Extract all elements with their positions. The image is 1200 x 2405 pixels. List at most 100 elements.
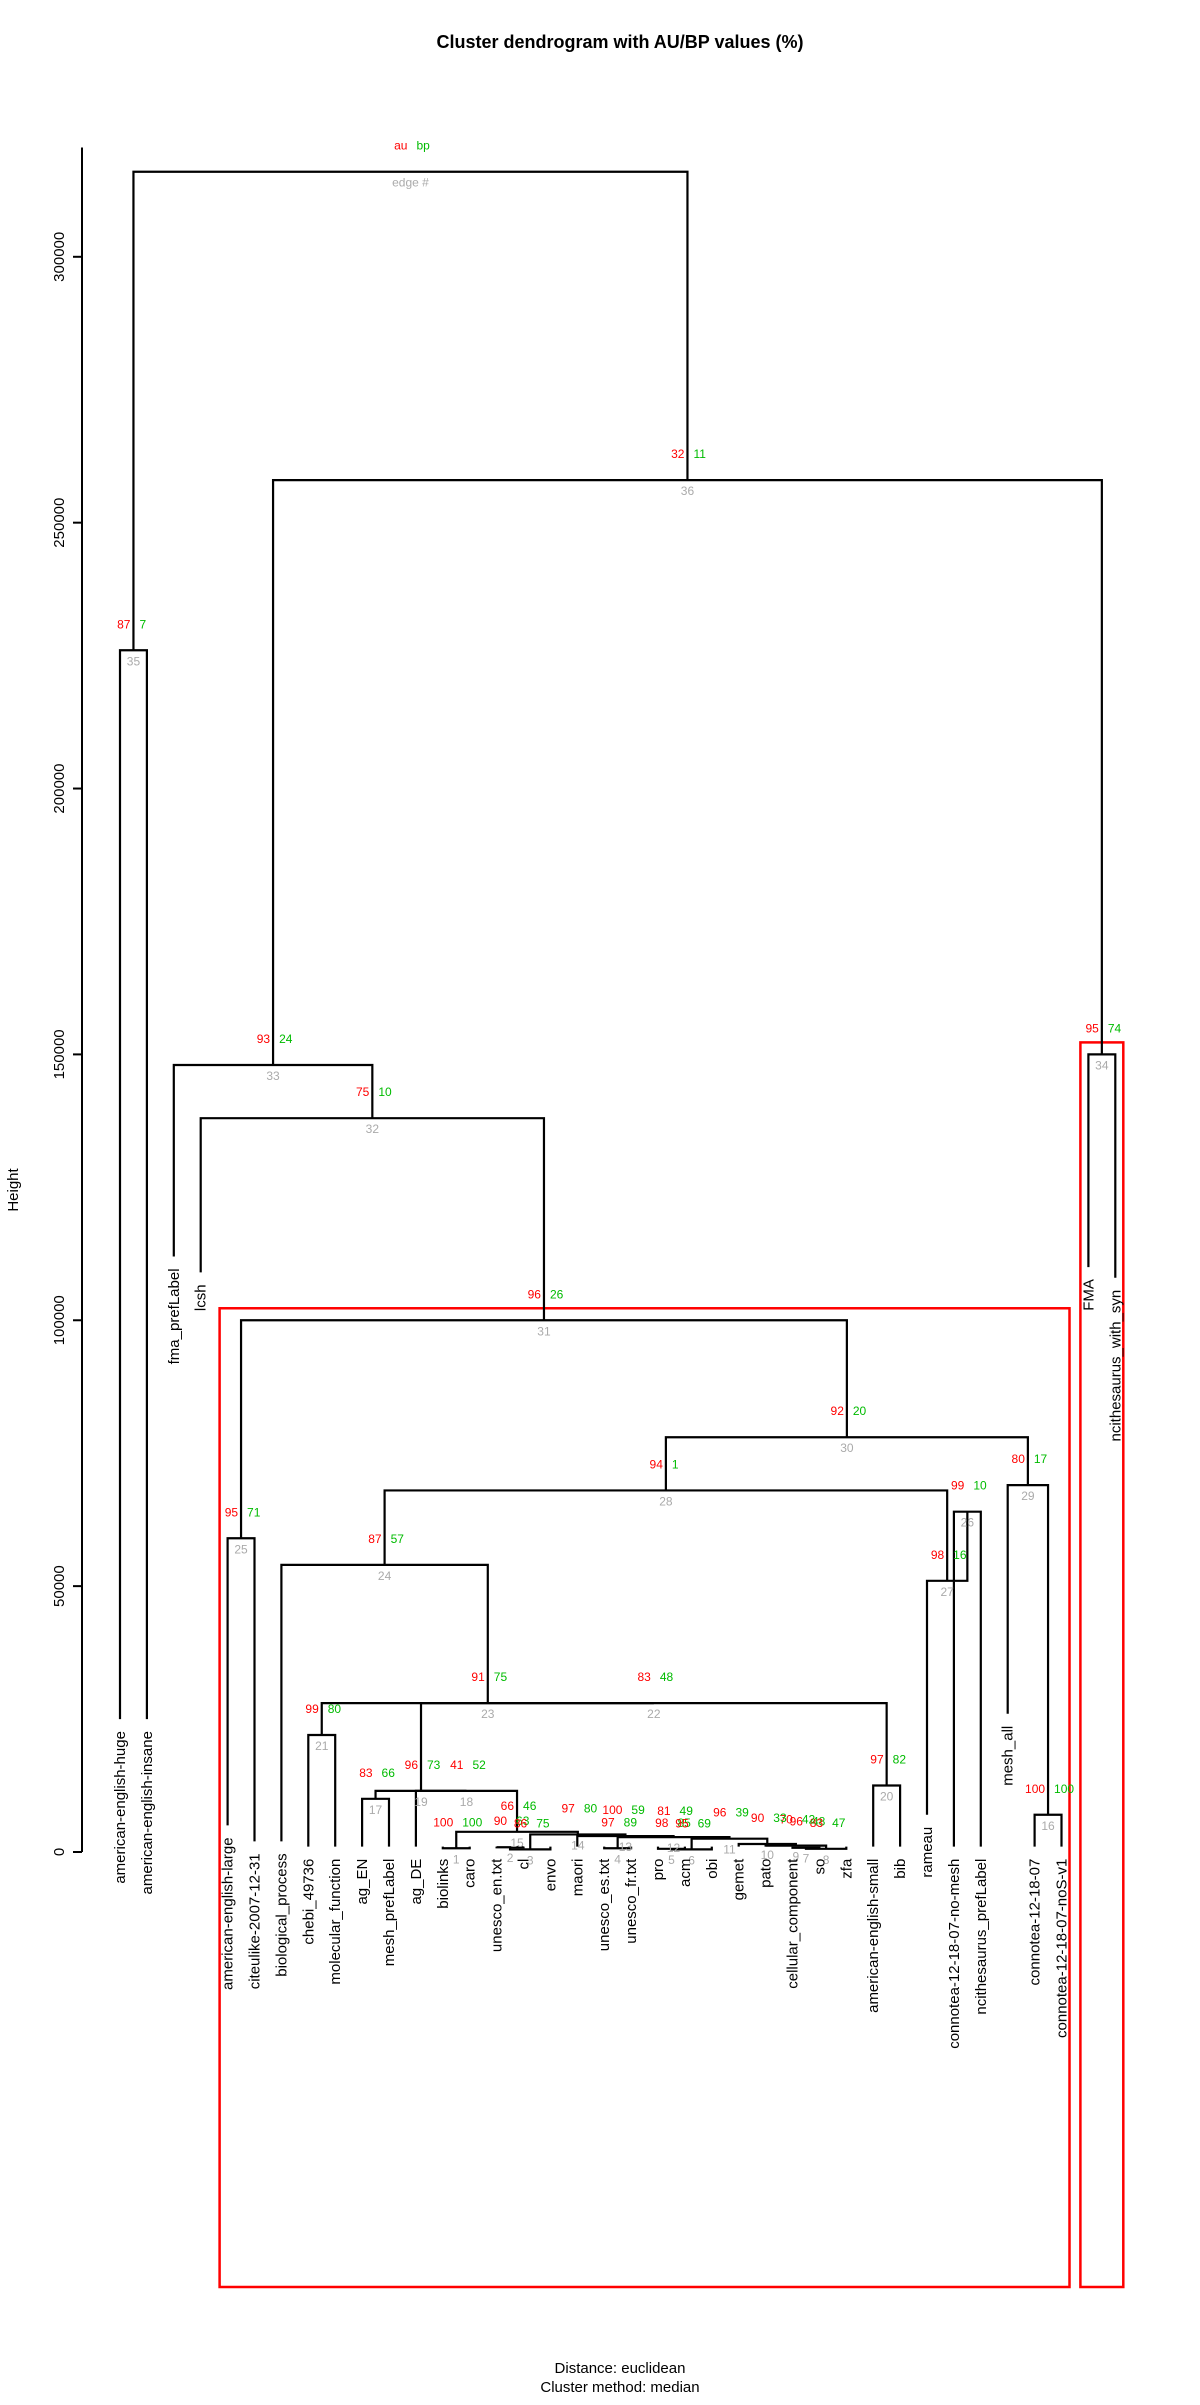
- bp-value-label: 20: [853, 1404, 867, 1418]
- leaf-label: unesco_en.txt: [489, 1858, 506, 1952]
- dendrogram-link: [271, 479, 1103, 1066]
- bp-value-label: 17: [1034, 1452, 1048, 1466]
- leaf-label: citeulike-2007-12-31: [247, 1853, 264, 1989]
- leaf-label: american-english-small: [865, 1859, 882, 2013]
- edge-number-label: 17: [369, 1803, 383, 1817]
- edge-number-label: 27: [940, 1585, 954, 1599]
- dendrogram-link: [690, 1837, 769, 1850]
- y-tick-label: 0: [51, 1848, 68, 1856]
- edge-number-label: 32: [366, 1122, 380, 1136]
- distance-caption: Distance: euclidean: [555, 2360, 686, 2377]
- au-value-label: 96: [790, 1815, 804, 1829]
- bp-value-label: 52: [472, 1758, 486, 1772]
- au-value-label: 83: [810, 1816, 824, 1830]
- leaf-label: unesco_fr.txt: [623, 1858, 640, 1944]
- edge-number-label: 13: [619, 1840, 633, 1854]
- leaf-label: biological_process: [273, 1853, 290, 1976]
- leaf-label: FMA: [1080, 1279, 1097, 1311]
- bp-value-label: 7: [139, 617, 146, 631]
- dendrogram-link: [441, 1846, 471, 1850]
- leaf-label: cl: [516, 1859, 533, 1870]
- au-value-label: 91: [471, 1670, 485, 1684]
- leaf-label: american-english-insane: [139, 1731, 156, 1894]
- dendrogram-link: [172, 1063, 374, 1257]
- au-value-label: 97: [601, 1815, 615, 1829]
- edge-number-label: 36: [681, 484, 695, 498]
- leaf-label: biolinks: [435, 1859, 452, 1909]
- leaf-label: lcsh: [193, 1284, 210, 1311]
- bp-value-label: 57: [391, 1532, 405, 1546]
- bp-value-label: 10: [973, 1479, 987, 1493]
- leaf-label: pato: [758, 1859, 775, 1888]
- dendrogram-link: [1087, 1053, 1117, 1278]
- au-value-label: 97: [870, 1753, 884, 1767]
- leaf-label: chebi_49736: [300, 1859, 317, 1945]
- au-value-label: 86: [514, 1816, 528, 1830]
- edge-number-label: 8: [823, 1853, 830, 1867]
- au-value-label: 99: [951, 1479, 965, 1493]
- dendrogram-link: [925, 1511, 969, 1815]
- au-value-label: 93: [257, 1032, 271, 1046]
- dendrogram-link: [791, 1846, 821, 1849]
- dendrogram-link: [239, 1319, 848, 1539]
- bp-value-label: 85: [677, 1816, 691, 1830]
- bp-value-label: 10: [378, 1085, 392, 1099]
- bp-value-label: 100: [1054, 1782, 1074, 1796]
- au-value-label: 100: [1025, 1782, 1045, 1796]
- dendrogram-link: [118, 649, 148, 1720]
- leaf-label: molecular_function: [327, 1859, 344, 1985]
- leaf-label: maori: [569, 1859, 586, 1897]
- edge-number-label: 26: [961, 1516, 975, 1530]
- leaf-label: so: [811, 1859, 828, 1875]
- au-value-label: 83: [637, 1670, 651, 1684]
- cluster-highlight-box: [1079, 1041, 1125, 2289]
- bp-value-label: 71: [247, 1505, 261, 1519]
- au-value-label: 100: [602, 1803, 622, 1817]
- bp-value-label: 49: [680, 1804, 694, 1818]
- edge-number-label: 4: [614, 1852, 621, 1866]
- leaf-label: connotea-12-18-07-no-mesh: [946, 1859, 963, 2049]
- au-value-label: 87: [117, 617, 131, 631]
- leaf-label: gemet: [731, 1858, 748, 1901]
- au-value-label: 95: [225, 1505, 239, 1519]
- leaf-label: zfa: [838, 1858, 855, 1879]
- edge-number-label: 11: [723, 1843, 736, 1857]
- dendrogram-link: [320, 1702, 654, 1736]
- leaf-label: bib: [892, 1859, 909, 1879]
- legend-bp: bp: [416, 139, 430, 153]
- edge-number-label: 1: [453, 1852, 460, 1866]
- dendrogram-link: [603, 1846, 633, 1850]
- au-value-label: 80: [1012, 1452, 1026, 1466]
- leaf-label: caro: [462, 1859, 479, 1888]
- edge-number-label: 6: [688, 1853, 695, 1867]
- au-value-label: 100: [433, 1815, 453, 1829]
- dendrogram-link: [952, 1510, 982, 1847]
- edge-number-label: 19: [414, 1795, 428, 1809]
- edge-number-label: 25: [234, 1542, 248, 1556]
- dendrogram-link: [576, 1834, 675, 1847]
- bp-value-label: 48: [660, 1670, 674, 1684]
- y-axis-label: Height: [5, 1167, 22, 1211]
- bp-value-label: 73: [427, 1758, 441, 1772]
- au-value-label: 95: [675, 1816, 689, 1830]
- leaf-label: american-english-huge: [112, 1731, 129, 1884]
- au-value-label: 96: [713, 1806, 727, 1820]
- leaf-label: fma_prefLabel: [166, 1268, 183, 1364]
- edge-number-label: 23: [481, 1707, 495, 1721]
- edge-number-label: 30: [840, 1441, 854, 1455]
- au-value-label: 66: [501, 1799, 515, 1813]
- leaf-label: pro: [650, 1859, 667, 1881]
- au-value-label: 99: [305, 1702, 319, 1716]
- edge-number-label: 5: [668, 1853, 675, 1867]
- bp-value-label: 100: [462, 1815, 482, 1829]
- leaf-label: obi: [704, 1859, 721, 1879]
- dendrogram-links: [118, 170, 1117, 1851]
- bp-value-label: 75: [494, 1670, 508, 1684]
- bp-value-label: 75: [536, 1816, 550, 1830]
- bp-value-label: 24: [279, 1032, 293, 1046]
- edge-number-label: 15: [510, 1836, 524, 1850]
- dendrogram-link: [495, 1846, 525, 1849]
- bp-value-label: 47: [832, 1816, 846, 1830]
- leaf-labels: american-english-huge american-english-in…: [112, 1268, 1124, 2048]
